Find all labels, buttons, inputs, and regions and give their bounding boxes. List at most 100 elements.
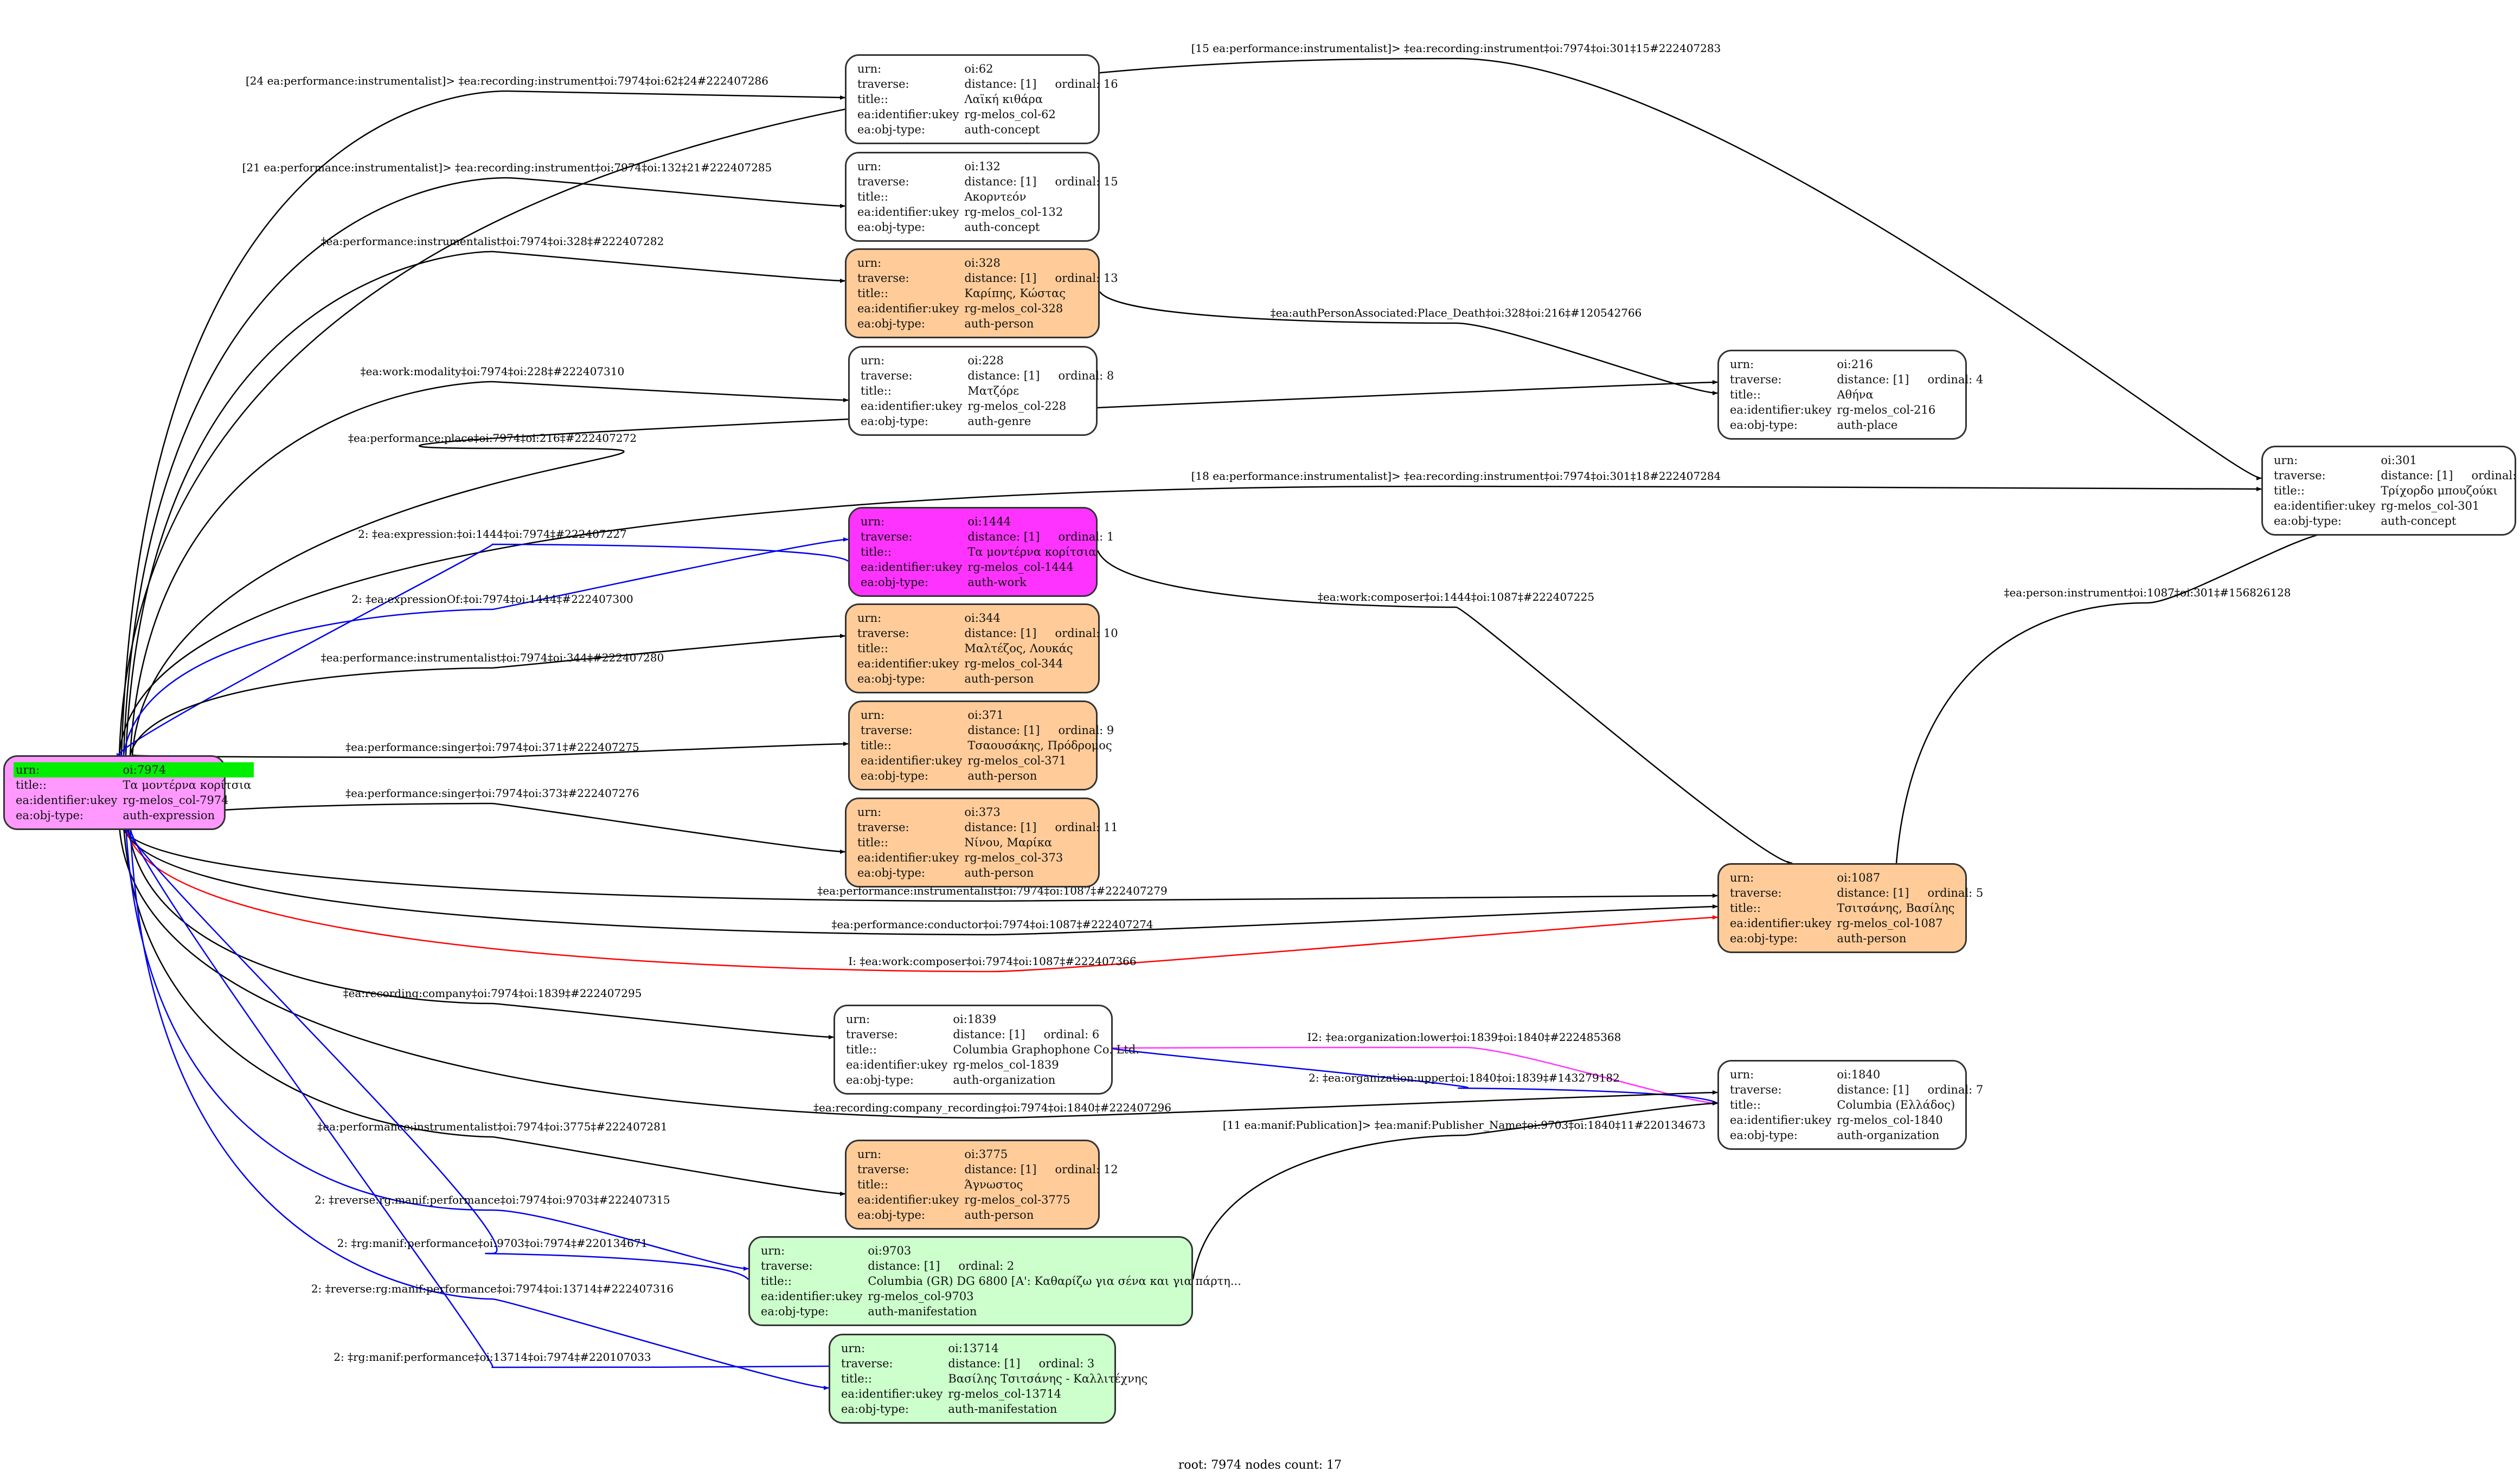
node-field-title: title::Τα μοντέρνα κορίτσια <box>14 777 254 793</box>
node-field-objtype: ea:obj-type:auth-concept <box>2272 513 2520 529</box>
edge-label: [18 ea:performance:instrumentalist]> ‡ea… <box>1191 470 1721 483</box>
node-field-objtype: ea:obj-type:auth-organization <box>1728 1128 1985 1143</box>
field-label: ea:identifier:ukey <box>2274 499 2376 512</box>
edge-path <box>1895 530 2332 864</box>
node-field-traverse: traverse:distance: [1]ordinal: 7 <box>1728 1082 1985 1097</box>
field-value: oi:132 <box>964 160 1001 173</box>
node-field-objtype: ea:obj-type:auth-concept <box>855 122 1120 137</box>
field-label: title:: <box>857 190 888 203</box>
node-field-title: title::Αθήνα <box>1728 387 1985 402</box>
node-field-title: title::Τα μοντέρνα κορίτσια <box>858 544 1116 560</box>
node-field-traverse: traverse:distance: [1]ordinal: 16 <box>855 76 1120 92</box>
edge-label: 2: ‡rg:manif:performance‡oi:13714‡oi:797… <box>334 1351 651 1364</box>
edge-path <box>127 824 829 1368</box>
ordinal-value: ordinal: 15 <box>1055 175 1118 188</box>
edge-path <box>123 825 1718 936</box>
edge-path <box>127 825 834 1039</box>
ordinal-value: ordinal: 2 <box>958 1259 1015 1272</box>
edge-path <box>123 824 749 1280</box>
ordinal-value: ordinal: 5 <box>1927 886 1984 899</box>
field-value: auth-person <box>964 866 1034 879</box>
field-value: oi:301 <box>2381 454 2417 467</box>
node-field-objtype: ea:obj-type:auth-person <box>858 768 1116 783</box>
field-value: auth-expression <box>123 809 215 822</box>
field-value: oi:62 <box>964 62 993 75</box>
field-value: Νίνου, Μαρίκα <box>964 836 1053 849</box>
field-value: rg-melos_col-1087 <box>1837 917 1943 930</box>
field-label: ea:obj-type: <box>861 415 928 428</box>
field-label: urn: <box>857 612 882 625</box>
edge-path <box>123 537 849 756</box>
edge-label: ‡ea:work:composer‡oi:1444‡oi:1087‡#22240… <box>1318 590 1594 603</box>
edge-path <box>125 250 845 756</box>
field-label: ea:identifier:ukey <box>857 108 959 121</box>
node-field-urn: urn:oi:373 <box>855 805 1120 820</box>
ordinal-value: ordinal: 4 <box>1927 373 1984 386</box>
edge-path <box>129 381 849 756</box>
field-label: ea:obj-type: <box>857 317 925 330</box>
field-label: title:: <box>857 93 888 106</box>
edge-path <box>118 825 1718 1119</box>
distance-value: distance: [1] <box>1837 886 1909 899</box>
distance-value: distance: [1] <box>953 1028 1025 1041</box>
field-label: title:: <box>861 545 892 558</box>
field-value: rg-melos_col-1840 <box>1837 1114 1943 1127</box>
field-label: title:: <box>841 1372 872 1385</box>
node-field-objtype: ea:obj-type:auth-person <box>855 316 1120 331</box>
field-label: urn: <box>761 1244 785 1257</box>
node-field-title: title::Μαλτέζος, Λουκάς <box>855 641 1120 656</box>
distance-value: distance: [1] <box>868 1259 940 1272</box>
field-value: rg-melos_col-13714 <box>948 1387 1061 1400</box>
distance-value: distance: [1] <box>964 1163 1037 1176</box>
field-value: distance: [1]ordinal: 14 <box>2378 468 2520 483</box>
field-label: urn: <box>14 762 121 777</box>
node-field-urn: urn:oi:228 <box>858 353 1116 368</box>
field-label: ea:obj-type: <box>1730 419 1798 432</box>
edge-path <box>1107 1046 1718 1104</box>
node-field-title: title::Άγνωστος <box>855 1177 1120 1192</box>
field-label: ea:identifier:ukey <box>857 657 959 670</box>
node-field-traverse: traverse:distance: [1]ordinal: 5 <box>1728 885 1985 901</box>
field-label: title:: <box>1730 902 1761 915</box>
field-value: distance: [1]ordinal: 10 <box>962 626 1120 641</box>
field-value: rg-melos_col-7974 <box>123 794 229 807</box>
node-field-objtype: ea:obj-type:auth-person <box>1728 931 1985 946</box>
node-field-traverse: traverse:distance: [1]ordinal: 6 <box>844 1027 1142 1042</box>
field-value: Columbia (GR) DG 6800 [A': Καθαρίζω για … <box>868 1275 1241 1288</box>
field-label: title:: <box>2274 484 2305 497</box>
field-label: ea:obj-type: <box>861 769 928 782</box>
field-value: rg-melos_col-216 <box>1837 403 1936 416</box>
field-label: traverse: <box>857 1163 909 1176</box>
field-value: oi:328 <box>964 256 1001 269</box>
field-label: traverse: <box>861 530 913 543</box>
field-value: rg-melos_col-371 <box>967 754 1067 767</box>
field-value: rg-melos_col-373 <box>964 851 1063 864</box>
field-label: title:: <box>16 779 47 792</box>
node-field-urn: urn:oi:13714 <box>839 1341 1150 1356</box>
node-field-urn: urn:oi:1444 <box>858 514 1116 529</box>
field-label: traverse: <box>861 724 913 737</box>
field-value: auth-concept <box>964 221 1040 234</box>
node-field-title: title::Καρίπης, Κώστας <box>855 286 1120 301</box>
field-value: Αθήνα <box>1837 388 1874 401</box>
field-label: urn: <box>1730 1068 1754 1081</box>
